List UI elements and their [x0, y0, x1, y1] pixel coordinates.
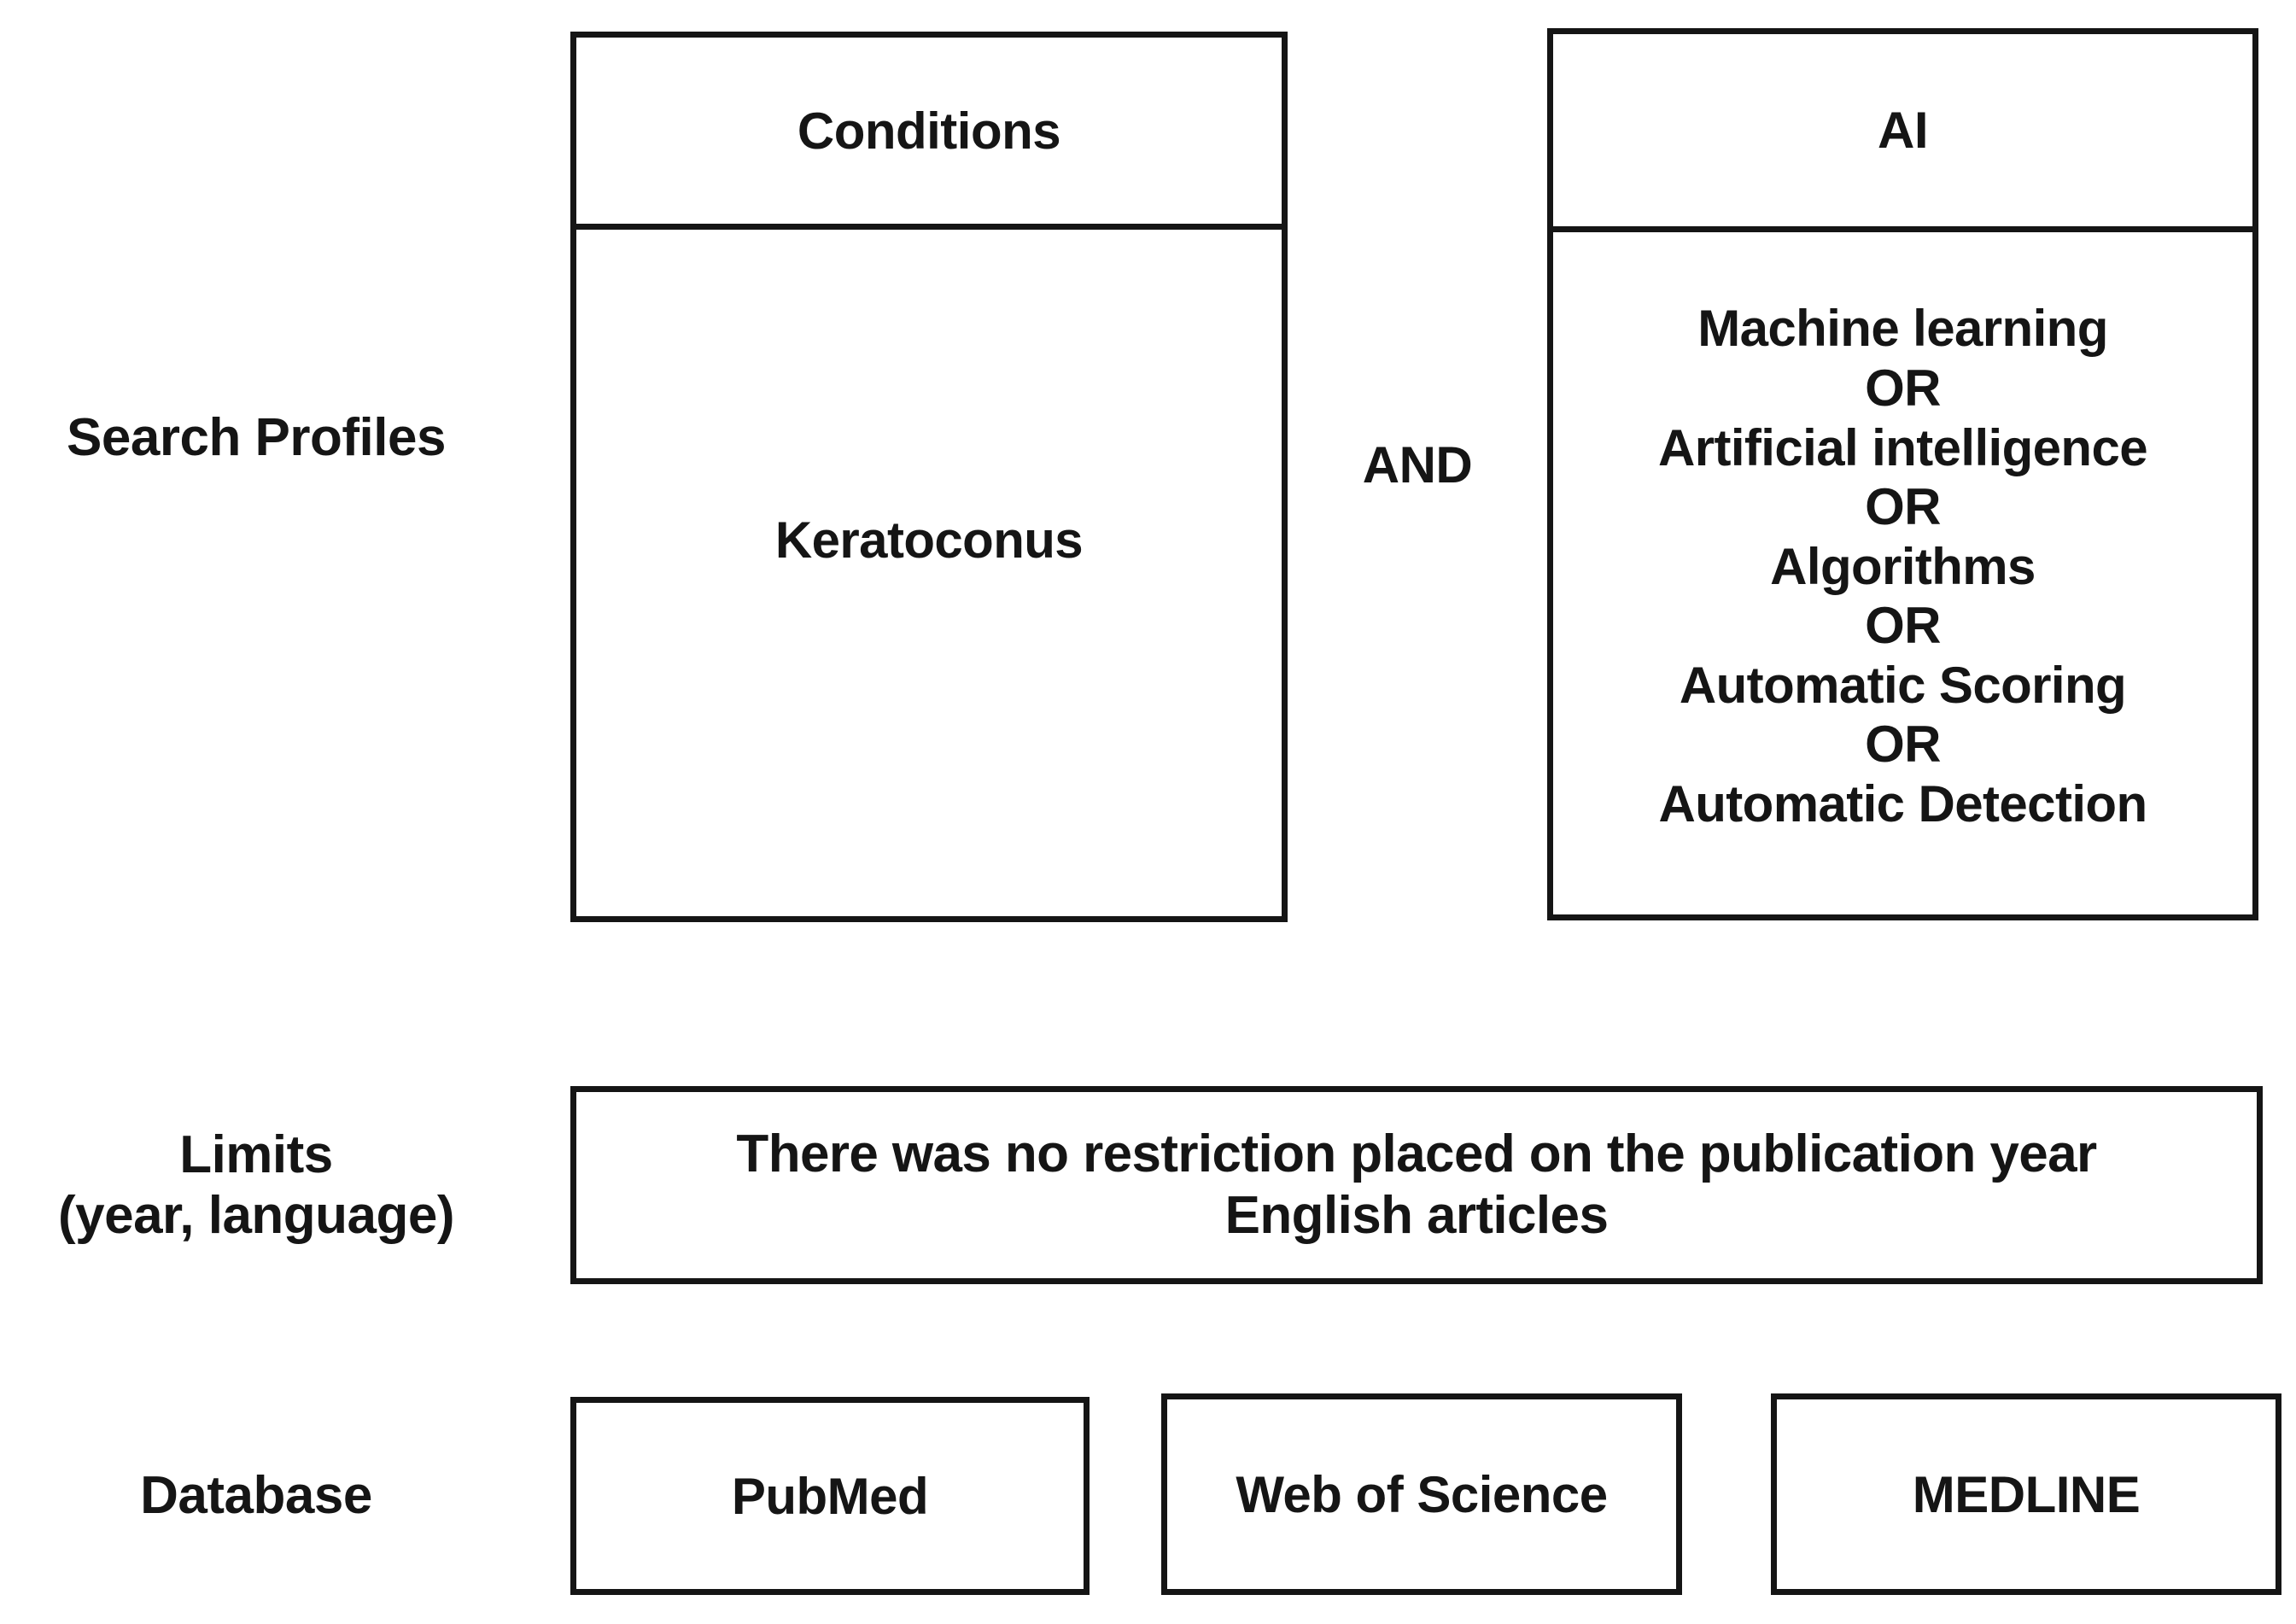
search-profile-header-label-conditions: Conditions: [797, 102, 1061, 160]
search-profile-header-ai: AI: [1553, 34, 2252, 232]
search-term-algorithms: Algorithms: [1770, 537, 2036, 595]
search-term-machine-learning: Machine learning: [1697, 300, 2108, 358]
search-profile-header-label-ai: AI: [1878, 102, 1929, 159]
database-label-web-of-science: Web of Science: [1236, 1465, 1608, 1523]
limits-box: There was no restriction placed on the p…: [570, 1086, 2263, 1284]
boolean-operator-or-1: OR: [1865, 359, 1941, 417]
search-profile-box-ai: AI Machine learning OR Artificial intell…: [1547, 28, 2258, 920]
search-profile-terms-ai: Machine learning OR Artificial intellige…: [1553, 232, 2252, 914]
boolean-operator-or-2: OR: [1865, 478, 1941, 536]
database-label-medline: MEDLINE: [1912, 1465, 2141, 1523]
search-term-artificial-intelligence: Artificial intelligence: [1657, 418, 2148, 476]
search-term-keratoconus: Keratoconus: [774, 511, 1084, 570]
database-box-web-of-science: Web of Science: [1161, 1393, 1682, 1595]
search-profile-box-conditions: Conditions Keratoconus: [570, 32, 1288, 922]
database-box-medline: MEDLINE: [1771, 1393, 2281, 1595]
row-label-search-profiles: Search Profiles: [67, 408, 446, 467]
limits-text: There was no restriction placed on the p…: [736, 1125, 2097, 1245]
search-term-automatic-scoring: Automatic Scoring: [1679, 656, 2127, 714]
boolean-connector-and: AND: [1362, 436, 1473, 494]
row-label-database: Database: [140, 1466, 372, 1525]
boolean-operator-or-4: OR: [1865, 716, 1941, 774]
row-label-limits: Limits (year, language): [57, 1125, 455, 1245]
search-term-automatic-detection: Automatic Detection: [1658, 775, 2148, 833]
boolean-operator-or-3: OR: [1865, 597, 1941, 655]
database-box-pubmed: PubMed: [570, 1397, 1090, 1595]
database-label-pubmed: PubMed: [731, 1467, 929, 1525]
search-profile-header-conditions: Conditions: [576, 38, 1282, 230]
search-profile-terms-conditions: Keratoconus: [576, 230, 1282, 916]
